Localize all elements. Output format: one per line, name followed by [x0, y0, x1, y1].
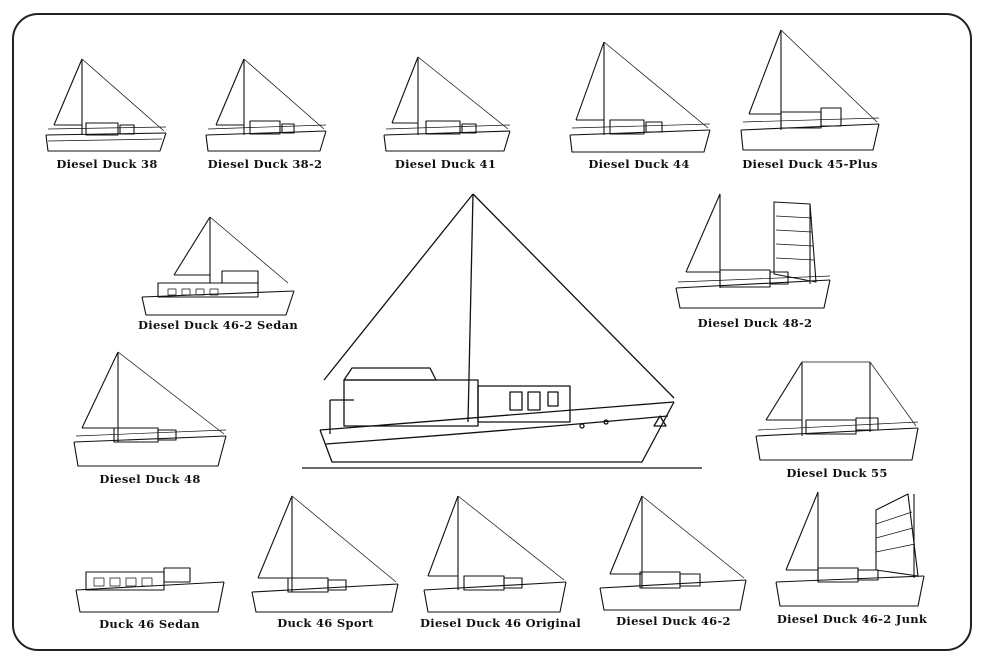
- boat-label: Diesel Duck 46 Original: [420, 616, 582, 630]
- boat-drawing: [302, 193, 702, 469]
- boat-diesel-duck-41: Diesel Duck 41: [378, 55, 513, 175]
- boat-diesel-duck-46-2: Diesel Duck 46-2: [596, 494, 751, 634]
- boat-label: Diesel Duck 46-2 Junk: [776, 612, 928, 626]
- boat-drawing: [73, 351, 227, 467]
- boat-drawing: [740, 29, 880, 151]
- boat-diesel-duck-48: Diesel Duck 48: [70, 350, 230, 490]
- boat-drawing: [383, 56, 511, 152]
- boat-duck-46-sport: Duck 46 Sport: [248, 494, 403, 634]
- boat-diesel-duck-38: Diesel Duck 38: [42, 55, 172, 175]
- boat-label: Diesel Duck 55: [786, 466, 888, 480]
- boat-drawing: [141, 216, 295, 316]
- boat-drawing: [205, 58, 327, 152]
- boat-label: Diesel Duck 48: [99, 472, 201, 486]
- boat-drawing: [775, 491, 925, 607]
- boat-diesel-duck-55: Diesel Duck 55: [752, 358, 922, 480]
- boat-drawing: [599, 495, 747, 611]
- boat-drawing: [755, 361, 919, 461]
- boat-label: Diesel Duck 41: [394, 157, 497, 171]
- boat-label: Duck 46 Sedan: [99, 617, 200, 631]
- boat-diesel-duck-38-2: Diesel Duck 38-2: [200, 55, 330, 175]
- boat-diesel-duck-46-original: Diesel Duck 46 Original: [420, 494, 582, 634]
- boat-label: Diesel Duck 45-Plus: [742, 157, 878, 171]
- boat-diesel-duck-46-2-sedan: Diesel Duck 46-2 Sedan: [138, 213, 298, 335]
- boat-label: Diesel Duck 38-2: [207, 157, 323, 171]
- boat-label: Diesel Duck 46-2: [616, 614, 731, 628]
- boat-drawing: [675, 193, 831, 309]
- boat-drawing: [75, 567, 225, 613]
- boat-diesel-duck-44: Diesel Duck 44: [564, 40, 714, 175]
- boat-label: Diesel Duck 48-2: [697, 316, 813, 330]
- boat-diesel-duck-46-2-junk: Diesel Duck 46-2 Junk: [772, 490, 932, 630]
- boat-diesel-duck-48-2: Diesel Duck 48-2: [670, 190, 840, 335]
- boat-duck-46-sedan: Duck 46 Sedan: [72, 560, 227, 635]
- boat-label: Diesel Duck 46-2 Sedan: [138, 318, 298, 332]
- boat-label: Diesel Duck 44: [588, 157, 690, 171]
- boat-drawing: [45, 58, 167, 152]
- boat-drawing: [569, 41, 711, 153]
- boat-drawing: [251, 495, 399, 613]
- boat-label: Duck 46 Sport: [277, 616, 374, 630]
- boat-featured-illustration: [292, 190, 707, 475]
- boat-label: Diesel Duck 38: [56, 157, 158, 171]
- boat-diesel-duck-45-plus: Diesel Duck 45-Plus: [735, 28, 885, 175]
- boat-drawing: [423, 495, 567, 613]
- catalog-sheet: [12, 13, 972, 651]
